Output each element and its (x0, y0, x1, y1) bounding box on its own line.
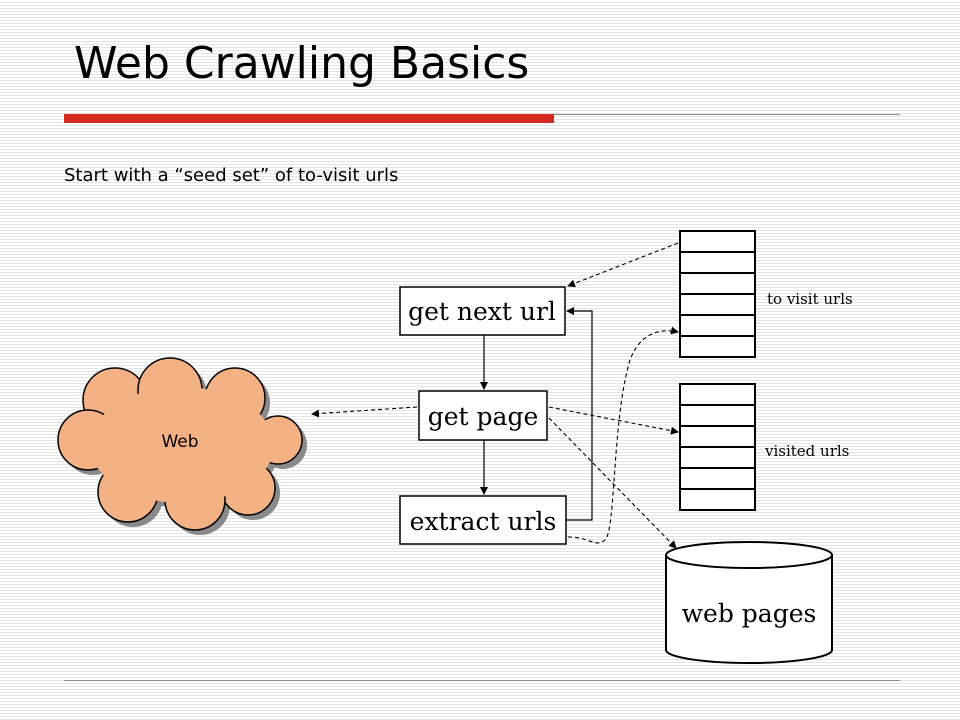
visited-label: visited urls (764, 442, 849, 460)
dashed-arrow-page-to-visited (548, 406, 679, 435)
title-accent-bar (64, 114, 554, 123)
footer-rule (64, 680, 900, 681)
step-box-get-page (418, 390, 548, 441)
cloud-label: Web (161, 432, 198, 452)
step-label-get-page: get page (428, 402, 539, 431)
step-label-extract-urls: extract urls (410, 507, 557, 536)
dashed-arrow-queue-to-next (567, 242, 679, 288)
to-visit-queue (679, 230, 756, 358)
flow-loop-arrow (566, 307, 593, 521)
dashed-arrow-extract-to-queue (567, 326, 679, 544)
to-visit-label: to visit urls (767, 290, 853, 308)
dashed-arrow-page-to-web (311, 406, 418, 418)
web-pages-label: web pages (682, 599, 817, 628)
slide-subtitle: Start with a “seed set” of to-visit urls (64, 165, 399, 186)
step-box-extract-urls (399, 495, 567, 545)
visited-queue (679, 383, 756, 511)
step-label-get-next-url: get next url (408, 297, 556, 326)
dashed-arrow-page-to-store (548, 417, 677, 549)
title-rule (554, 114, 900, 115)
slide-title: Web Crawling Basics (74, 38, 530, 89)
web-pages-store (665, 541, 833, 664)
web-cloud: Web (57, 357, 307, 535)
step-box-get-next-url (399, 286, 566, 336)
